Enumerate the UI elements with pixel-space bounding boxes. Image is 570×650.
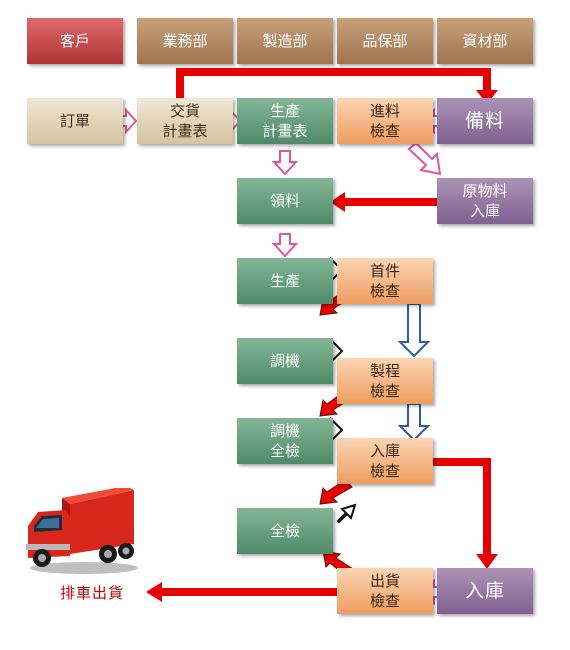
- arrow-plan-to-stockprep: [176, 68, 491, 100]
- node-adjust-full-inspection: 調機 全檢: [237, 418, 333, 464]
- node-production: 生產: [237, 258, 333, 304]
- arrow-incoming-to-raw: [407, 141, 442, 176]
- node-production-plan: 生產 計畫表: [237, 98, 333, 144]
- arrow-storage-to-warehouse: [430, 458, 491, 556]
- arrow-pick-to-production: [271, 233, 299, 258]
- node-warehousing: 入庫: [437, 568, 533, 614]
- arrow-first-to-process: [397, 303, 431, 358]
- node-adjust-machine: 調機: [237, 338, 333, 384]
- node-shipping-inspection: 出貨 檢查: [337, 568, 433, 614]
- node-process-inspection: 製程 檢查: [337, 358, 433, 404]
- node-order: 訂單: [27, 98, 123, 144]
- arrow-storage-fail: [319, 479, 353, 505]
- dept-customer: 客戶: [27, 18, 123, 64]
- dept-manufacturing: 製造部: [237, 18, 333, 64]
- node-full-inspection: 全檢: [237, 508, 333, 554]
- node-stock-prep: 備料: [437, 98, 533, 144]
- node-incoming-inspection: 進料 檢查: [337, 98, 433, 144]
- node-delivery-plan: 交貨 計畫表: [137, 98, 233, 144]
- arrow-plan-to-pick: [271, 150, 299, 176]
- dept-materials: 資材部: [437, 18, 533, 64]
- dept-sales: 業務部: [137, 18, 233, 64]
- shipping-label: 排車出貨: [60, 584, 125, 602]
- truck-icon: [26, 488, 138, 574]
- node-material-pick: 領料: [237, 178, 333, 224]
- node-first-article-inspection: 首件 檢查: [337, 258, 433, 304]
- arrow-head: [476, 90, 498, 104]
- node-storage-inspection: 入庫 檢查: [337, 438, 433, 484]
- arrow-full-to-storage: [336, 503, 357, 524]
- arrow-process-to-storage: [397, 403, 431, 442]
- node-raw-material-storage: 原物料 入庫: [437, 178, 533, 224]
- dept-quality-assurance: 品保部: [337, 18, 433, 64]
